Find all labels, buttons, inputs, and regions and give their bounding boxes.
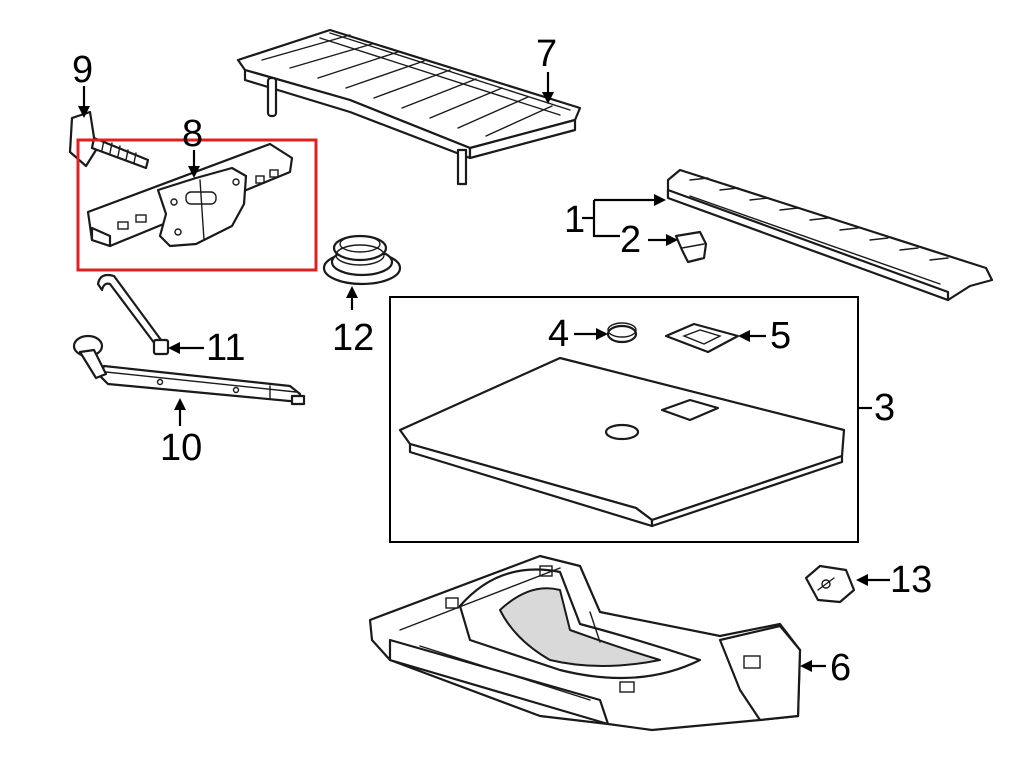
- bolt-threads: [101, 139, 137, 164]
- callout-7: 7: [536, 33, 557, 75]
- callout-3: 3: [874, 387, 895, 429]
- part-6-tire-tray[interactable]: [368, 554, 802, 732]
- callout-2: 2: [620, 219, 641, 261]
- jack-details: [117, 169, 279, 241]
- callout-11: 11: [206, 327, 245, 369]
- part-1-sill-plate[interactable]: [666, 168, 994, 302]
- callout-labels: 1 2 3 4 5 6 7 8 9 10 11 12 13: [72, 33, 932, 689]
- callout-6: 6: [830, 647, 851, 689]
- part-4-cap[interactable]: [606, 322, 638, 344]
- callout-13: 13: [890, 559, 932, 601]
- part-13-emblem[interactable]: [804, 564, 856, 604]
- leader-lines: [78, 72, 890, 672]
- callout-8: 8: [182, 113, 203, 155]
- callout-10: 10: [160, 427, 202, 469]
- tray-details: [399, 565, 761, 701]
- callout-12: 12: [332, 317, 374, 359]
- part-3-load-floor[interactable]: [398, 356, 846, 528]
- part-5-cover[interactable]: [664, 322, 740, 354]
- part-12-plug[interactable]: [322, 234, 402, 286]
- callout-9: 9: [72, 49, 93, 91]
- panel-ribs: [261, 34, 553, 137]
- callout-5: 5: [770, 315, 791, 357]
- part-11-jack-handle[interactable]: [96, 273, 170, 356]
- part-8-scissor-jack[interactable]: [76, 138, 318, 272]
- callout-1: 1: [564, 199, 585, 241]
- callout-4: 4: [548, 313, 569, 355]
- part-3-group-box: [389, 296, 859, 543]
- part-2-clip[interactable]: [674, 230, 708, 264]
- wrench-details: [156, 378, 271, 399]
- part-10-wrench[interactable]: [72, 334, 306, 406]
- part-7-cargo-floor-panel[interactable]: [236, 28, 582, 186]
- sill-ribs: [689, 177, 949, 285]
- highlight-box: [76, 138, 318, 272]
